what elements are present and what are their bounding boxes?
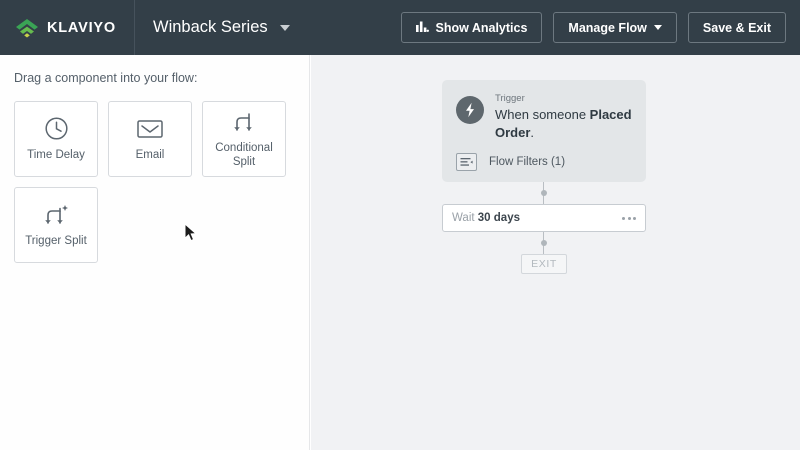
arrow-cursor-icon [184, 222, 198, 248]
connector-dot[interactable] [540, 190, 547, 197]
component-card-email[interactable]: Email [108, 101, 192, 177]
save-and-exit-button[interactable]: Save & Exit [687, 12, 786, 43]
connector-dot[interactable] [540, 240, 547, 247]
show-analytics-label: Show Analytics [435, 20, 528, 35]
connector-trigger-to-wait [442, 182, 646, 205]
trigger-sentence-prefix: When someone [495, 107, 590, 122]
component-label: Conditional Split [215, 141, 273, 168]
trigger-split-icon [42, 202, 70, 228]
chevron-down-icon [653, 25, 662, 30]
lightning-bolt-icon [456, 96, 484, 124]
header-actions: Show Analytics Manage Flow Save & Exit [400, 0, 786, 55]
component-card-time-delay[interactable]: Time Delay [14, 101, 98, 177]
wait-node-value: 30 days [477, 212, 520, 225]
filter-list-icon [456, 153, 477, 172]
trigger-sentence-metric: Placed Order [495, 107, 632, 140]
bar-chart-icon [415, 20, 429, 35]
trigger-text-block: Trigger When someone Placed Order. [495, 93, 632, 141]
exit-node: EXIT [521, 254, 567, 275]
manage-flow-button[interactable]: Manage Flow [553, 12, 677, 43]
brand-name: KLAVIYO [47, 19, 116, 36]
trigger-node-body: Trigger When someone Placed Order. [456, 93, 632, 141]
trigger-node[interactable]: Trigger When someone Placed Order. Flow [442, 80, 646, 183]
component-label: Time Delay [27, 148, 85, 161]
wait-node[interactable]: Wait 30 days [442, 204, 646, 233]
sidebar-heading: Drag a component into your flow: [14, 71, 198, 85]
brand-logo[interactable]: KLAVIYO [0, 0, 135, 55]
trigger-kicker: Trigger [495, 93, 525, 104]
flow-chain: Trigger When someone Placed Order. Flow [442, 80, 646, 275]
ellipsis-icon[interactable] [622, 216, 636, 220]
component-label: Trigger Split [25, 234, 87, 247]
connector-wait-to-exit [442, 232, 646, 255]
component-label: Email [135, 148, 165, 161]
klaviyo-chevron-logo-icon [14, 18, 40, 38]
flow-canvas[interactable]: Trigger When someone Placed Order. Flow [311, 55, 800, 450]
chevron-down-icon [279, 24, 290, 31]
component-card-grid: Time Delay Email [14, 101, 302, 263]
show-analytics-button[interactable]: Show Analytics [400, 12, 543, 43]
manage-flow-label: Manage Flow [568, 20, 647, 35]
exit-node-wrapper: EXIT [442, 254, 646, 275]
component-card-conditional-split[interactable]: Conditional Split [202, 101, 286, 177]
component-sidebar: Drag a component into your flow: Time De… [0, 55, 310, 450]
conditional-split-icon [231, 109, 257, 135]
component-card-trigger-split[interactable]: Trigger Split [14, 187, 98, 263]
wait-node-prefix: Wait [452, 212, 478, 225]
top-header-bar: KLAVIYO Winback Series Show Analytics [0, 0, 800, 55]
flow-title-dropdown[interactable]: Winback Series [135, 18, 290, 37]
trigger-sentence: When someone Placed Order. [495, 106, 632, 141]
wait-node-label: Wait 30 days [452, 212, 520, 224]
save-and-exit-label: Save & Exit [702, 20, 771, 35]
trigger-sentence-suffix: . [530, 124, 535, 140]
envelope-icon [137, 116, 163, 142]
flow-title: Winback Series [153, 18, 268, 36]
clock-icon [44, 116, 69, 142]
flow-filters-row[interactable]: Flow Filters (1) [456, 153, 632, 172]
flow-filters-label: Flow Filters (1) [489, 156, 566, 169]
